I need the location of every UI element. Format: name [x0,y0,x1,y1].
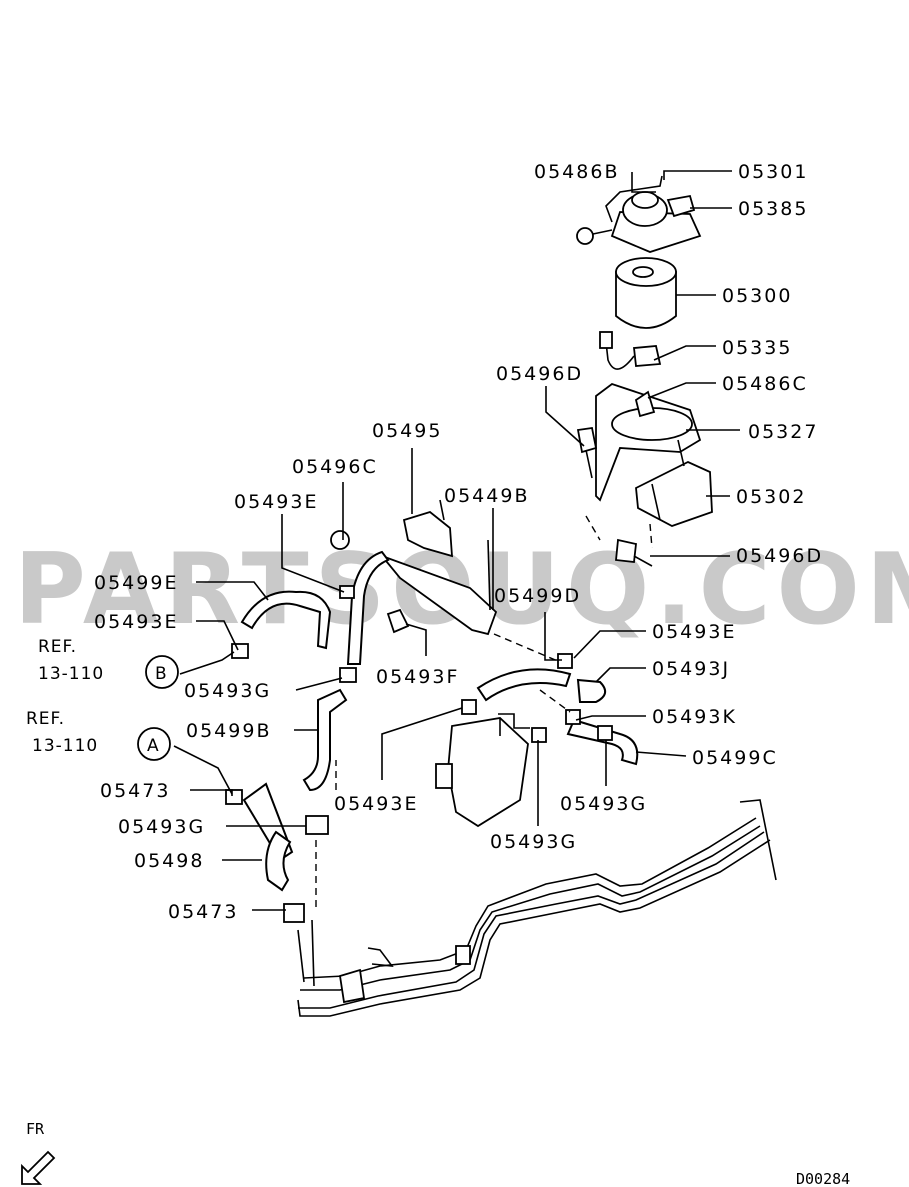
label-05493E-d: 05493E [334,793,418,815]
purge-valve-sensor [599,331,662,370]
canister-mount-bracket [635,439,713,527]
vent-bracket [379,499,498,636]
hoses [240,550,639,892]
label-05499D: 05499D [494,585,581,607]
bolts-right [576,426,653,567]
label-05335: 05335 [722,337,792,359]
fuel-pipes [297,799,777,1017]
label-05486B: 05486B [534,161,619,183]
label-05496D-low: 05496D [736,545,823,567]
front-arrow-icon [21,1150,56,1185]
label-05449B: 05449B [444,485,529,507]
canister-body [615,257,677,329]
label-05385: 05385 [738,198,808,220]
label-05473-b: 05473 [168,901,238,923]
ref-a-circle [137,727,171,761]
label-05493G-a: 05493G [184,680,271,702]
label-05493G-d: 05493G [490,831,577,853]
label-05302: 05302 [736,486,806,508]
label-05499E: 05499E [94,572,178,594]
reference-b: REF. 13-110 B [38,637,179,689]
label-05493E-c: 05493E [652,621,736,643]
ref-a-marker: A [147,736,160,756]
vapor-valve [435,713,530,828]
label-05300: 05300 [722,285,792,307]
ref-b-line2: 13-110 [38,664,104,684]
clamps [225,530,613,923]
ref-a-line1: REF. [26,709,65,729]
label-05493J: 05493J [652,658,730,680]
canister-bracket [595,382,702,502]
assembly-lines [315,515,653,910]
ref-b-marker: B [155,664,168,684]
label-05493E-b: 05493E [94,611,178,633]
reference-a: REF. 13-110 A [26,709,171,761]
ref-b-circle [145,655,179,689]
label-05301: 05301 [738,161,808,183]
label-05486C: 05486C [722,373,808,395]
label-05499B: 05499B [186,720,271,742]
label-05327: 05327 [748,421,818,443]
front-label: FR [26,1120,45,1138]
label-05473-a: 05473 [100,780,170,802]
label-05493K: 05493K [652,706,737,728]
callout-labels: 05301 05486B 05385 05300 05335 05496D 05… [94,161,823,923]
label-05498: 05498 [134,850,204,872]
diagram-code: D00284 [796,1170,850,1187]
label-05496C: 05496C [292,456,378,478]
front-direction-indicator: FR [21,1120,56,1185]
leader-lines [173,170,740,911]
label-05493G-b: 05493G [560,793,647,815]
ref-b-line1: REF. [38,637,77,657]
label-05495: 05495 [372,420,442,442]
ref-a-line2: 13-110 [32,736,98,756]
label-05496D-top: 05496D [496,363,583,385]
label-05499C: 05499C [692,747,778,769]
label-05493E-a: 05493E [234,491,318,513]
label-05493G-c: 05493G [118,816,205,838]
canister-cap-assembly [576,175,702,253]
label-05493F: 05493F [376,666,459,688]
